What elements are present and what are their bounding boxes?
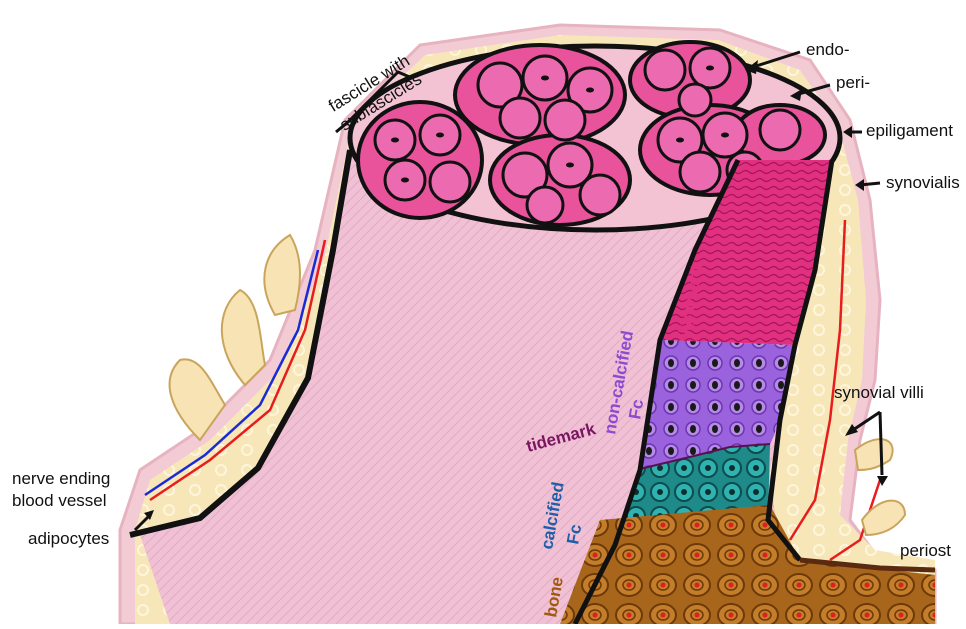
label-blood-vessel: blood vessel (12, 491, 107, 510)
label-epiligament: epiligament (866, 121, 953, 140)
label-fc-upper: Fc (625, 398, 647, 421)
label-nerve-ending: nerve ending (12, 469, 110, 488)
label-peri: peri- (836, 73, 870, 92)
label-adipocytes: adipocytes (28, 529, 109, 548)
label-fc-lower: Fc (563, 523, 585, 546)
label-synovialis: synovialis (886, 173, 960, 192)
label-periost: periost (900, 541, 951, 560)
label-endo: endo- (806, 40, 849, 59)
label-synovial-villi: synovial villi (834, 383, 924, 402)
